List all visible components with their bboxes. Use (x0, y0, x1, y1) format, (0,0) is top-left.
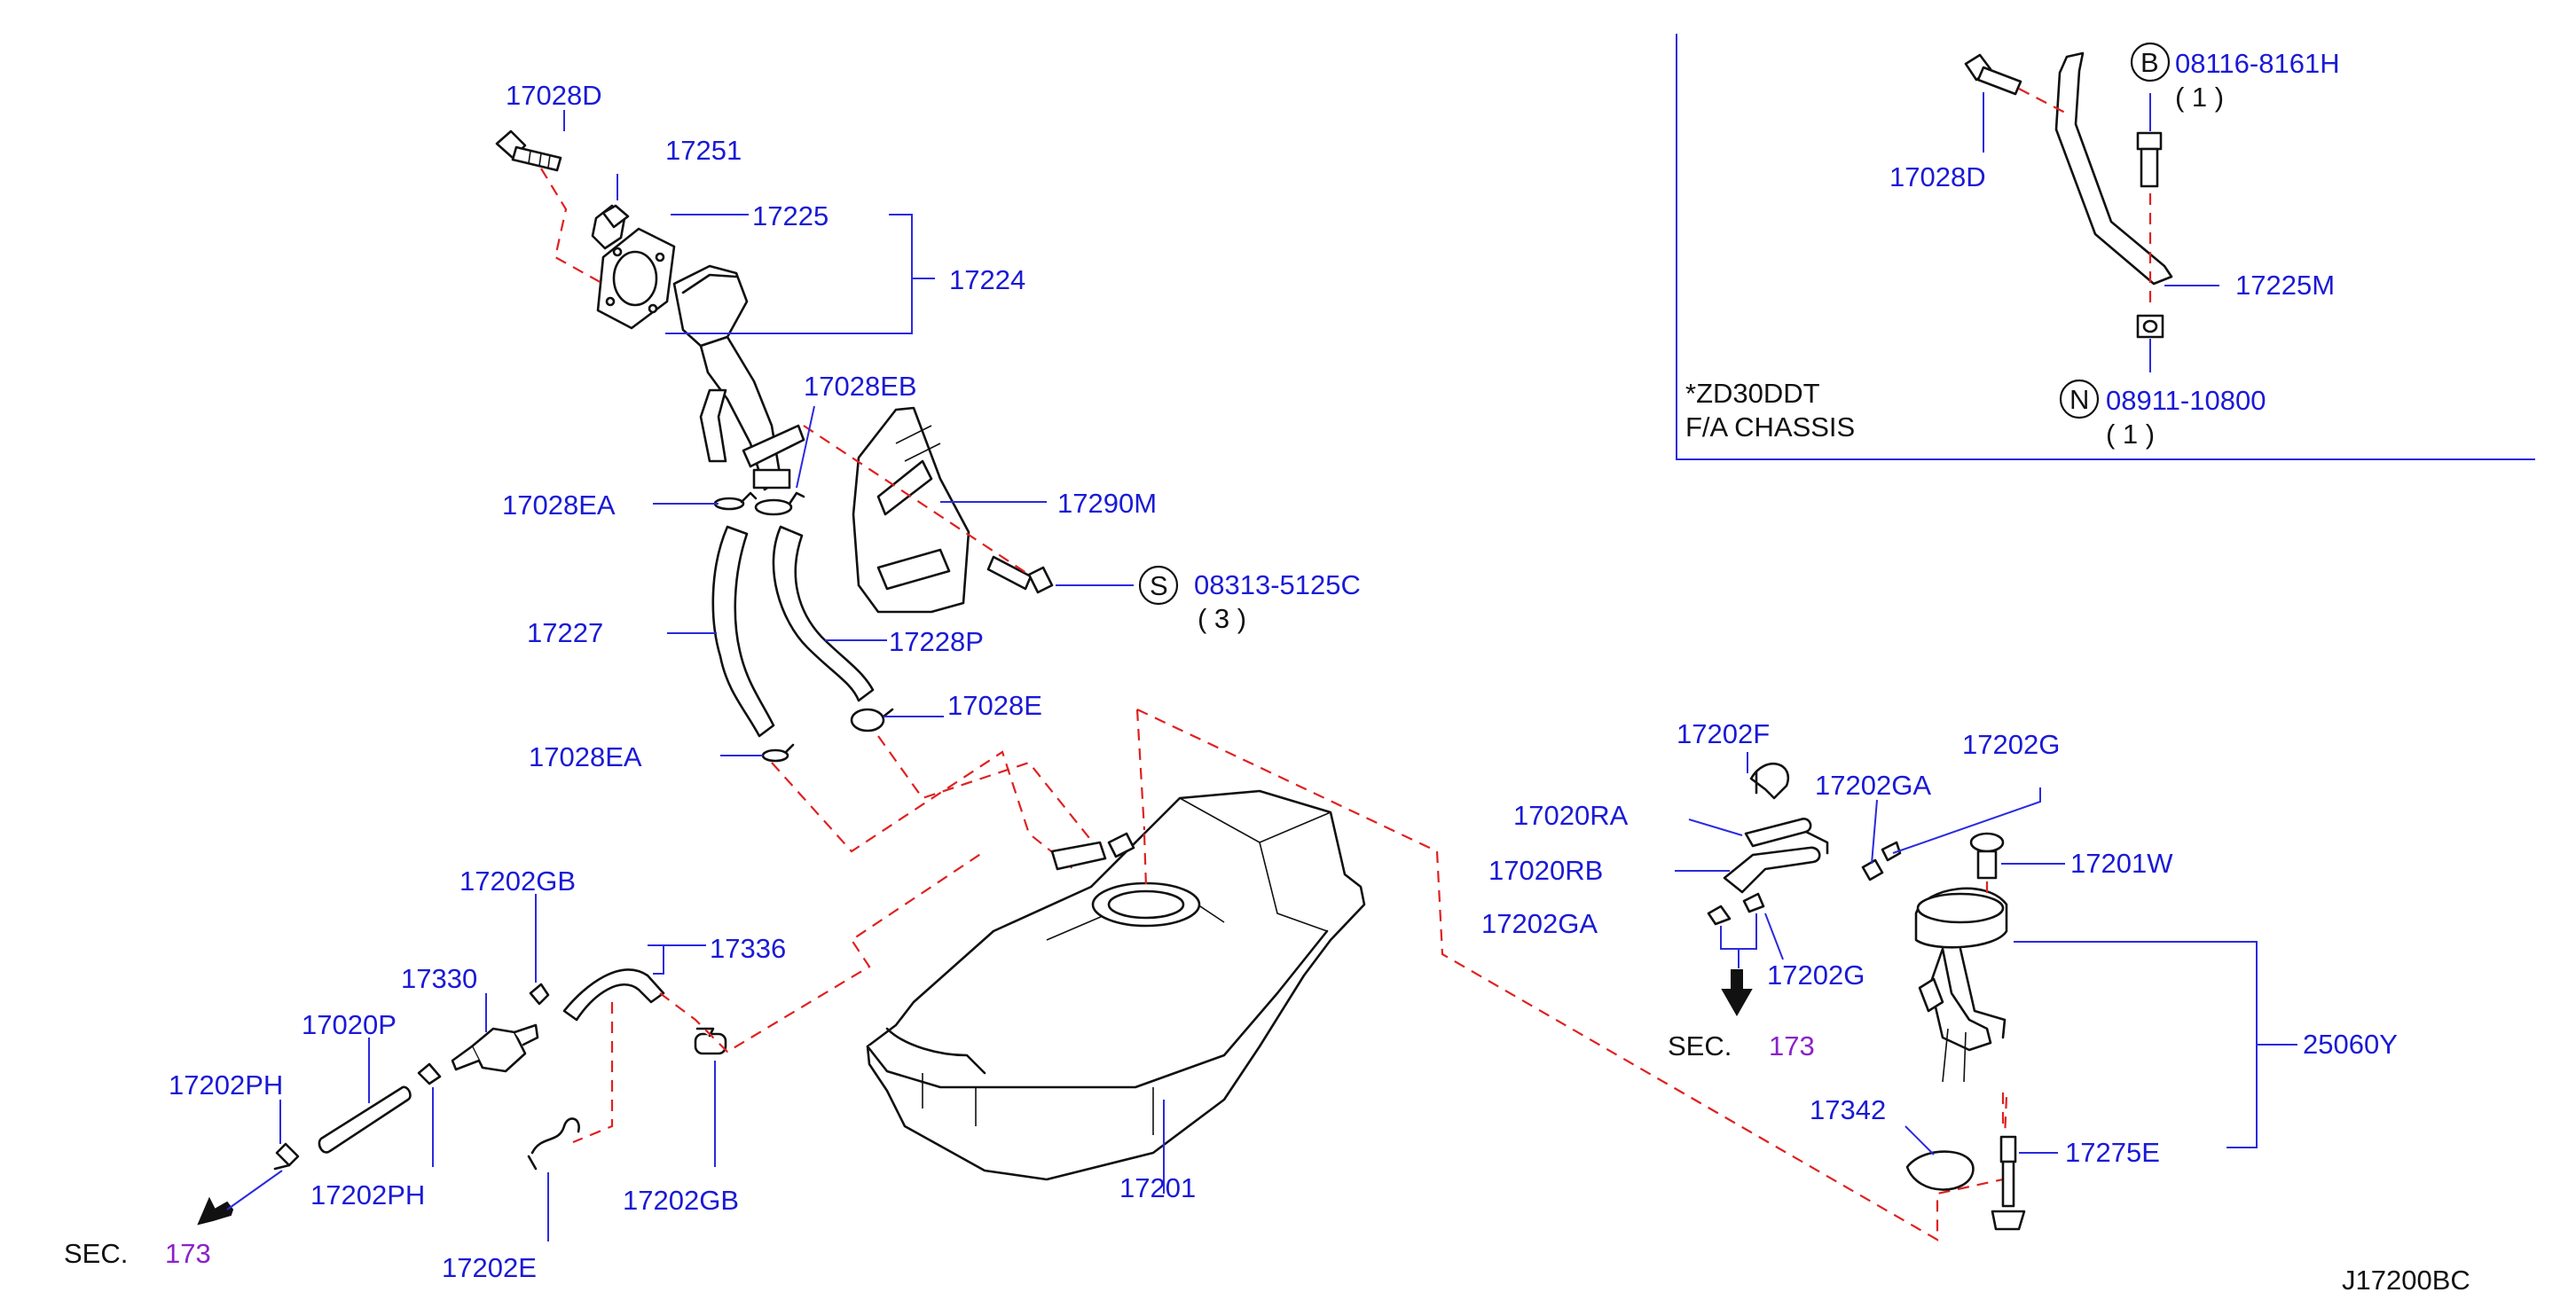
label-sec-right: SEC. (1668, 1030, 1732, 1061)
symbol-B: B (2140, 47, 2159, 78)
hose-17020P (318, 1085, 412, 1154)
inset-bolt-B (2136, 131, 2163, 188)
clip-17202GB-top (529, 983, 550, 1006)
filter-17342 (1905, 1150, 1975, 1191)
label-17202G-b: 17202G (1767, 960, 1865, 991)
fuel-pump-25060Y (1914, 887, 2008, 1083)
label-17225M: 17225M (2235, 270, 2335, 301)
bracket-17225M (2054, 51, 2173, 286)
clamp-17028EA-top (713, 491, 758, 511)
label-17202GB-low: 17202GB (623, 1185, 739, 1216)
note-chassis: F/A CHASSIS (1685, 411, 1855, 443)
hose-17020RA (1744, 818, 1812, 848)
arrow-sec-left (197, 1196, 234, 1226)
label-17202GA-a: 17202GA (1815, 770, 1931, 801)
clip-17202PH-a (273, 1142, 300, 1171)
label-17202G-a: 17202G (1962, 729, 2060, 760)
filler-tube-17224 (672, 264, 805, 491)
label-08116-qty: ( 1 ) (2175, 82, 2224, 113)
label-17201: 17201 (1119, 1172, 1196, 1203)
clip-17202G-b (1742, 892, 1765, 913)
clamp-17028EA-low (761, 743, 795, 763)
label-17028EB: 17028EB (804, 371, 917, 402)
label-17330: 17330 (401, 963, 477, 994)
label-08911-qty: ( 1 ) (2106, 419, 2155, 450)
label-08313-5125C: 08313-5125C (1194, 569, 1361, 600)
inset-bolt-17028D (1964, 53, 2022, 96)
label-08313-qty: ( 3 ) (1198, 603, 1246, 634)
arrow-sec-right (1721, 969, 1753, 1017)
clamp-17028E (850, 708, 894, 732)
label-17020RA: 17020RA (1513, 800, 1629, 831)
label-17028EA-top: 17028EA (502, 490, 616, 521)
hose-17228P (772, 525, 875, 702)
hose-17336 (562, 968, 665, 1022)
label-17028E: 17028E (947, 690, 1042, 721)
filler-cap-17251 (591, 204, 630, 250)
clip-17202E (527, 1117, 580, 1171)
inset-nut-N (2136, 314, 2164, 339)
label-17202PH-b: 17202PH (310, 1179, 425, 1210)
label-sec-left-number: 173 (165, 1238, 211, 1269)
label-17202GB-top: 17202GB (459, 866, 576, 897)
label-08116-8161H: 08116-8161H (2175, 48, 2340, 79)
hose-17020RB (1723, 846, 1821, 894)
label-sec-right-number: 173 (1769, 1030, 1815, 1061)
label-17028D: 17028D (506, 80, 602, 111)
protector-17290M (852, 406, 970, 614)
label-17202F: 17202F (1677, 718, 1770, 749)
clamp-17202GB-low (694, 1027, 727, 1055)
fuel-filter-group: 17202GB 17336 17330 17020P 17202PH 17202… (64, 850, 986, 1283)
fuel-tank-17201: 17201 (866, 709, 2008, 1242)
filler-neck-group: S 17028D 17251 17225 17224 17028EB 17028… (495, 80, 1361, 870)
note-engine: *ZD30DDT (1685, 378, 1820, 409)
label-25060Y: 25060Y (2303, 1029, 2398, 1060)
bolt-08313-5125C (986, 555, 1054, 594)
bolt-17275E (1991, 1135, 2026, 1231)
bolt-17028D (495, 129, 562, 172)
label-17201W: 17201W (2070, 848, 2173, 879)
label-17228P: 17228P (889, 626, 984, 657)
symbol-S: S (1150, 570, 1168, 601)
bolt-17201W (1969, 832, 2005, 880)
label-17202GA-b: 17202GA (1481, 908, 1598, 939)
label-sec-left: SEC. (64, 1238, 128, 1269)
label-17020RB: 17020RB (1488, 855, 1603, 886)
clip-17202G-a (1881, 841, 1902, 862)
label-17251: 17251 (665, 135, 742, 166)
label-17020P: 17020P (302, 1009, 397, 1040)
label-17202E: 17202E (442, 1252, 537, 1283)
inset-panel: B N 08116-8161H ( 1 ) 17028D 17225M 0891… (1676, 34, 2535, 460)
label-17225: 17225 (752, 200, 829, 231)
label-inset-17028D: 17028D (1889, 161, 1986, 192)
clip-17202GA-b (1707, 905, 1732, 926)
label-17028EA-low: 17028EA (529, 741, 642, 772)
label-17202PH-a: 17202PH (169, 1069, 283, 1101)
label-17224: 17224 (949, 264, 1025, 295)
fuel-filter-17330 (451, 1023, 539, 1073)
label-17227: 17227 (527, 617, 603, 648)
label-17275E: 17275E (2065, 1137, 2160, 1168)
label-08911-10800: 08911-10800 (2106, 385, 2266, 416)
label-17342: 17342 (1810, 1094, 1886, 1125)
clip-17202PH-b (417, 1062, 442, 1085)
clip-17202F (1749, 762, 1790, 800)
symbol-N: N (2069, 384, 2089, 415)
label-17290M: 17290M (1057, 488, 1157, 519)
fuel-pump-group: 17202F 17020RA 17020RB 17202GA 17202G 17… (1481, 718, 2398, 1231)
label-17336: 17336 (710, 933, 786, 964)
gasket-17225 (596, 227, 676, 330)
diagram-id: J17200BC (2342, 1265, 2470, 1296)
hose-17227 (711, 525, 775, 738)
clamp-17028EB (754, 491, 805, 516)
